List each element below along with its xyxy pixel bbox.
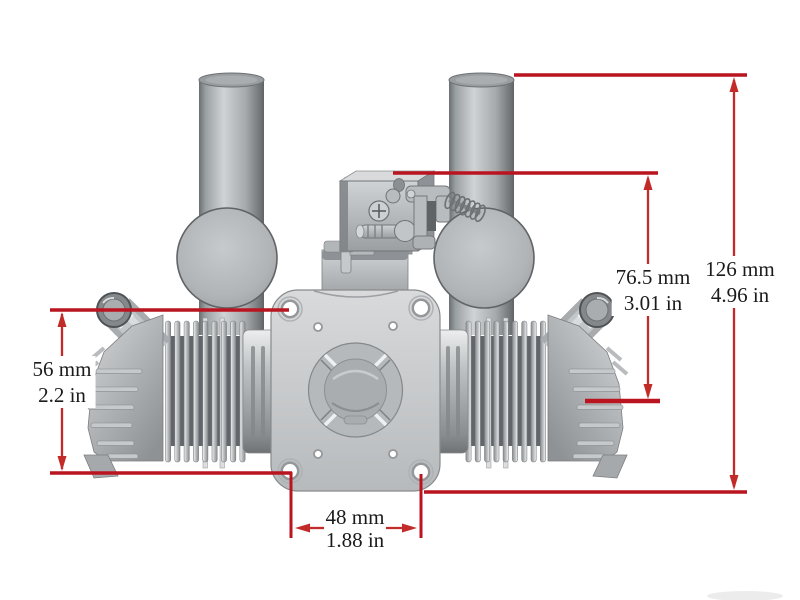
crankcase-boss — [307, 342, 404, 438]
dimension-value-mm: 48 mm — [325, 505, 385, 529]
dimension-label-mount-hole-spacing: 48 mm 1.88 in — [326, 506, 385, 552]
dimension-value-inch: 3.01 in — [623, 291, 683, 315]
dimension-value-inch: 1.88 in — [325, 528, 385, 552]
dimension-value-inch: 2.2 in — [38, 383, 86, 407]
dimension-value-mm: 76.5 mm — [615, 265, 691, 289]
dimension-label-overall-height: 126 mm 4.96 in — [701, 256, 779, 308]
faint-smudge — [707, 591, 783, 600]
right-muffler-pot — [433, 207, 535, 309]
dimension-value-mm: 126 mm — [705, 257, 775, 281]
cooling-fins — [165, 320, 246, 463]
carb-clamp — [405, 185, 451, 250]
carb-spring — [444, 191, 486, 223]
mounting-holes — [277, 295, 434, 485]
dimension-value-inch: 4.96 in — [710, 283, 770, 307]
mounting-plate — [270, 289, 441, 492]
dimension-value-mm: 56 mm — [32, 357, 92, 381]
dimension-label-carb-to-crank-height: 76.5 mm 3.01 in — [611, 264, 695, 316]
dimension-lines — [50, 73, 747, 538]
left-muffler-pot — [176, 207, 278, 309]
dimension-label-cylinder-height: 56 mm 2.2 in — [28, 356, 96, 408]
cylinder-head — [82, 292, 171, 479]
